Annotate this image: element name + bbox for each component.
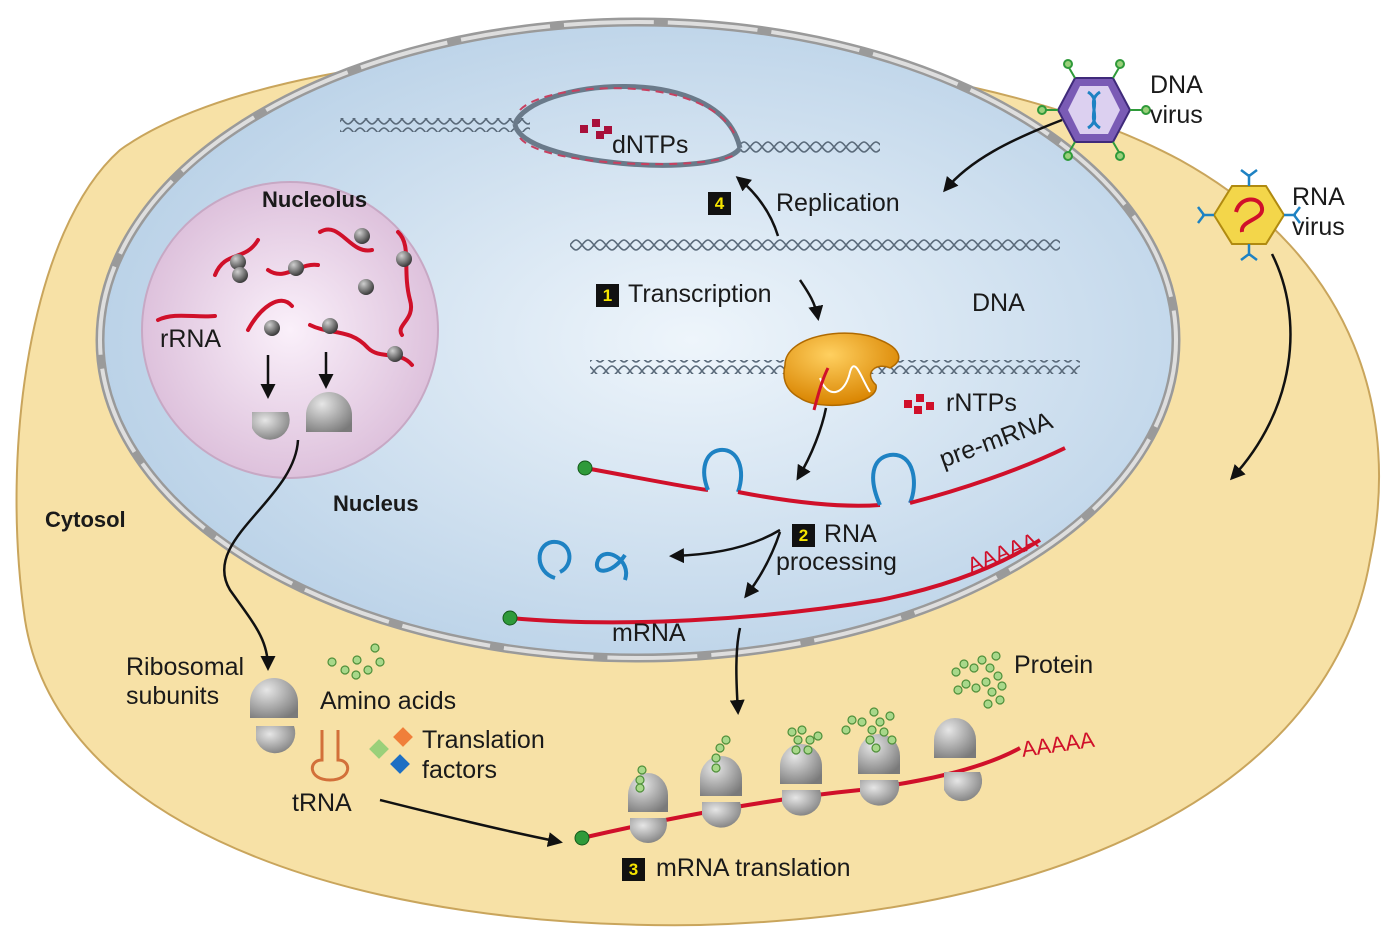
ribosomal-proteins — [230, 228, 412, 362]
nucleolus-body — [141, 181, 439, 479]
step-3-badge: 3 — [622, 858, 645, 881]
amino-acid-dots — [327, 643, 385, 680]
rna-virus-label-1: RNA — [1292, 183, 1345, 211]
amino-acids-label: Amino acids — [320, 687, 457, 715]
step-4-badge: 4 — [708, 192, 731, 215]
replication-label: Replication — [776, 189, 900, 217]
dna-virus-icon — [1037, 59, 1151, 161]
trna-label: tRNA — [292, 789, 352, 817]
translation-factor-shapes — [369, 727, 413, 774]
ribosomal-subunit-large — [306, 392, 352, 432]
mrna-translation-label: mRNA translation — [656, 854, 851, 882]
mrna-label: mRNA — [612, 619, 686, 647]
protein-label: Protein — [1014, 651, 1094, 679]
excised-introns — [537, 539, 629, 581]
rna-processing-label-1: RNA — [824, 520, 877, 548]
translation-factors-label-2: factors — [422, 756, 498, 784]
rrna-label: rRNA — [160, 325, 222, 353]
dna-strand — [570, 238, 1060, 252]
dntps-label: dNTPs — [612, 131, 689, 159]
dna-virus-label-2: virus — [1150, 101, 1203, 129]
transcription-label: Transcription — [628, 280, 772, 308]
nucleus — [95, 17, 1181, 663]
translation-factors-label-1: Translation — [422, 726, 545, 754]
cytosol-ribosome — [250, 678, 298, 754]
mrna-nuclear — [502, 538, 1042, 626]
ribosomal-subunit-small — [252, 412, 290, 440]
replicating-dna — [340, 84, 880, 168]
cytosol-label: Cytosol — [45, 507, 126, 532]
rna-virus-label-2: virus — [1292, 213, 1345, 241]
dna-label: DNA — [972, 289, 1025, 317]
pre-mrna — [577, 446, 1066, 508]
nucleolus-label: Nucleolus — [262, 187, 368, 212]
step-1-badge: 1 — [596, 284, 619, 307]
trna-shape — [311, 730, 349, 782]
dntps-squares — [580, 119, 612, 139]
ribosomal-subunits-label-1: Ribosomal — [126, 653, 245, 681]
ribosomal-subunits-label-2: subunits — [126, 682, 220, 710]
rntps-label: rNTPs — [946, 389, 1017, 417]
step-2-badge: 2 — [792, 524, 815, 547]
rntps-squares — [904, 394, 934, 414]
dna-virus-label-1: DNA — [1150, 71, 1203, 99]
rna-virus-icon — [1197, 169, 1301, 261]
rna-polymerase — [783, 332, 900, 411]
rna-processing-label-2: processing — [776, 548, 897, 576]
nucleus-label: Nucleus — [333, 491, 419, 516]
released-protein — [951, 651, 1007, 709]
nascent-peptides — [635, 707, 897, 793]
